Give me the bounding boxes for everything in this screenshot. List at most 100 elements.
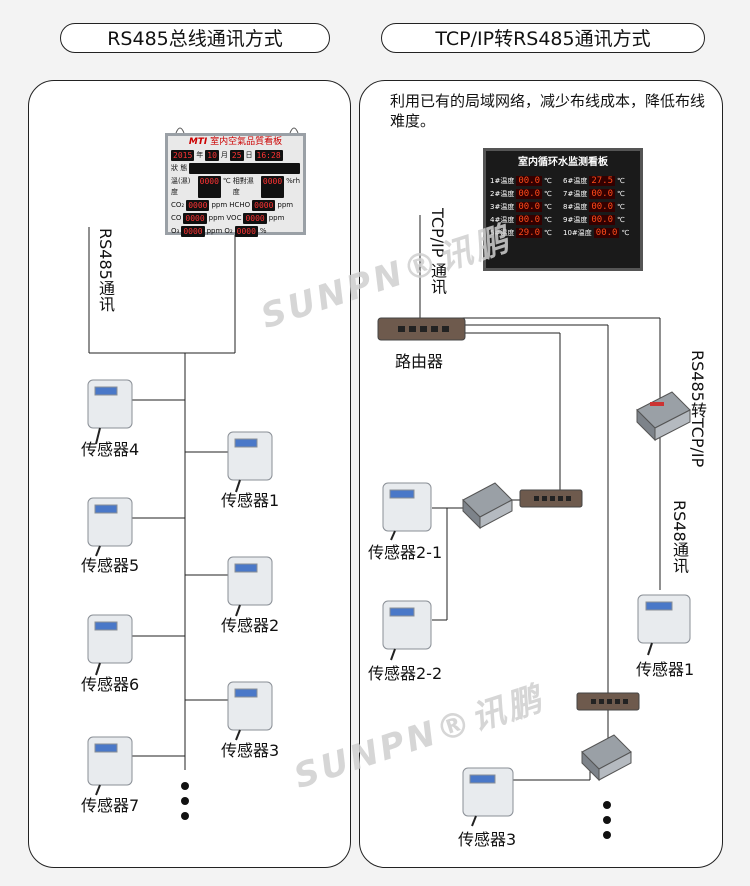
- air-row-left-value: 0000: [183, 213, 207, 224]
- air-row-left-unit: ppm: [208, 214, 225, 222]
- year-value: 2015: [171, 150, 195, 161]
- sensor-device-2-icon: [227, 556, 273, 617]
- water-cell-value: 00.0: [593, 228, 620, 238]
- air-row-left-value: 0000: [197, 176, 221, 198]
- sensor-label-2: 传感器2: [221, 616, 280, 635]
- water-cell-unit: ℃: [617, 190, 625, 198]
- air-row-left-label: 溫(濕)度: [171, 177, 191, 196]
- converter-label: RS485转TCP/IP: [688, 350, 707, 468]
- air-row-left-label: O₃: [171, 227, 180, 235]
- water-cell-value: 00.0: [589, 215, 616, 225]
- water-cell-label: 3#温度: [490, 203, 515, 211]
- sensor-device-2-1-icon: [382, 482, 432, 541]
- air-board-title: 室内空氣品質看板: [210, 137, 283, 147]
- air-row-left-label: CO₂: [171, 201, 185, 209]
- rs48-label: RS48通讯: [670, 500, 689, 574]
- rs485-bus-label: RS485通讯: [96, 228, 115, 312]
- sensor-label-3: 传感器3: [221, 741, 280, 760]
- water-cell-value: 27.5: [589, 176, 616, 186]
- water-cell-label: 7#温度: [563, 190, 588, 198]
- water-cell-unit: ℃: [617, 177, 625, 185]
- switch-icon-2: [576, 692, 640, 711]
- water-cell-unit: ℃: [544, 177, 552, 185]
- sensor-label-r1: 传感器1: [636, 660, 695, 679]
- water-cell-unit: ℃: [544, 229, 552, 237]
- water-cell-label: 5#温度: [490, 229, 515, 237]
- air-row-right-value: 0000: [243, 213, 267, 224]
- brand-logo: MTI: [188, 137, 208, 147]
- water-cell-value: 29.0: [516, 228, 543, 238]
- converter-icon-2: [462, 482, 513, 530]
- water-cell-value: 00.0: [516, 176, 543, 186]
- sensor-device-4-icon: [87, 379, 133, 445]
- water-cell-value: 00.0: [589, 189, 616, 199]
- water-cell-unit: ℃: [621, 229, 630, 237]
- sensor-device-r3-icon: [462, 767, 514, 827]
- air-row-left-value: 0000: [181, 226, 205, 237]
- air-row-right-label: VOC: [226, 214, 242, 222]
- water-board-title: 室内循环水监测看板: [518, 157, 608, 168]
- water-cell-unit: ℃: [544, 190, 552, 198]
- network-note: 利用已有的局域网络，减少布线成本，降低布线难度。: [390, 92, 706, 130]
- sensor-device-2-2-icon: [382, 600, 432, 661]
- air-row-left-unit: ℃: [222, 177, 231, 185]
- air-row-right-label: 相對濕度: [232, 177, 254, 196]
- water-cell-label: 9#温度: [563, 216, 588, 224]
- air-row-right-label: O₂: [224, 227, 233, 235]
- sensor-label-4: 传感器4: [81, 440, 140, 459]
- day-value: 25: [229, 150, 244, 161]
- tcpip-label: TCP/IP 通讯: [428, 208, 447, 295]
- time-value: 16:28: [254, 150, 283, 161]
- water-cell-unit: ℃: [617, 216, 625, 224]
- converter-icon-3: [581, 734, 632, 782]
- water-cell-label: 8#温度: [563, 203, 588, 211]
- status-label: 狀 態: [171, 164, 188, 172]
- sensor-device-1-icon: [227, 431, 273, 493]
- air-row-left-unit: ppm: [211, 201, 228, 209]
- sensor-device-7-icon: [87, 736, 133, 796]
- sensor-device-6-icon: [87, 614, 133, 676]
- water-cell-label: 4#温度: [490, 216, 515, 224]
- air-row-left-label: CO: [171, 214, 182, 222]
- water-cell-unit: ℃: [617, 203, 625, 211]
- water-cell-label: 1#温度: [490, 177, 515, 185]
- water-cell-label: 10#温度: [563, 229, 592, 237]
- air-row-right-unit: ppm: [277, 201, 294, 209]
- router-icon: [377, 317, 466, 341]
- sensor-label-5: 传感器5: [81, 556, 140, 575]
- sensor-label-2-1: 传感器2-1: [368, 543, 443, 562]
- air-row-right-unit: ppm: [268, 214, 285, 222]
- water-cell-unit: ℃: [544, 203, 552, 211]
- router-label: 路由器: [395, 352, 444, 371]
- water-cell-value: 00.0: [516, 202, 543, 212]
- converter-icon-main: [636, 391, 691, 442]
- air-row-right-unit: %rh: [286, 177, 300, 185]
- year-unit: 年: [196, 151, 204, 159]
- header-tcpip: TCP/IP转RS485通讯方式: [381, 23, 705, 53]
- air-row-right-value: 0000: [252, 200, 276, 211]
- water-cell-value: 00.0: [589, 202, 616, 212]
- water-cell-label: 6#温度: [563, 177, 588, 185]
- sensor-label-7: 传感器7: [81, 796, 140, 815]
- air-row-right-value: 0000: [234, 226, 258, 237]
- water-cell-label: 2#温度: [490, 190, 515, 198]
- sensor-label-2-2: 传感器2-2: [368, 664, 443, 683]
- air-row-right-label: HCHO: [229, 201, 251, 209]
- sensor-label-6: 传感器6: [81, 675, 140, 694]
